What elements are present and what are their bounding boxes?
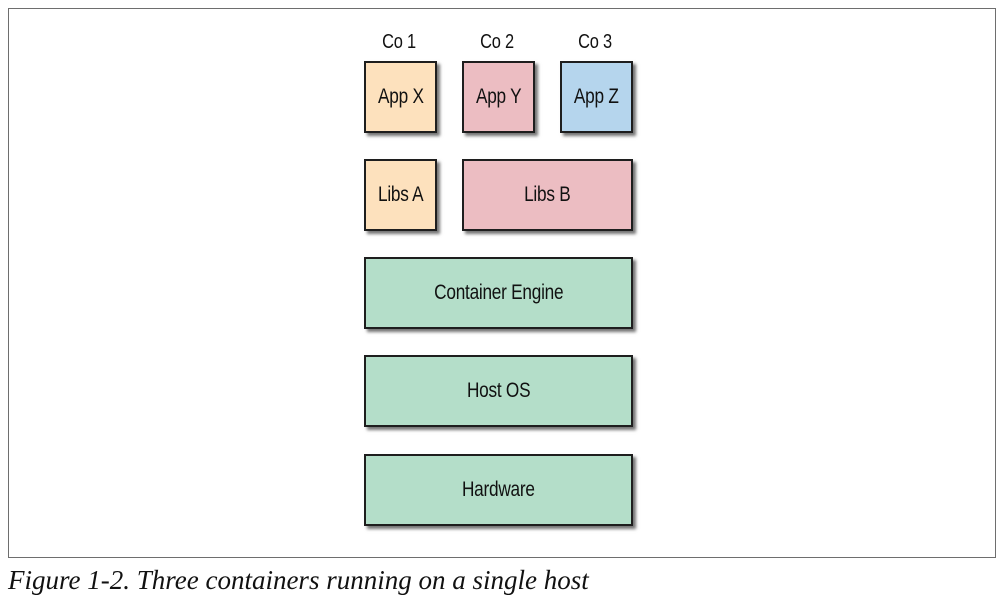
app-z-box: App Z bbox=[560, 61, 633, 133]
hardware-label: Hardware bbox=[462, 478, 535, 501]
app-z-label: App Z bbox=[574, 85, 619, 108]
figure-frame: Co 1 Co 2 Co 3 App X App Y App Z Libs A … bbox=[8, 8, 996, 558]
host-os-label: Host OS bbox=[466, 379, 531, 402]
container-engine-box: Container Engine bbox=[364, 257, 633, 329]
app-y-box: App Y bbox=[462, 61, 535, 133]
hardware-box: Hardware bbox=[364, 454, 633, 526]
host-os-box: Host OS bbox=[364, 355, 633, 427]
column-label-co2: Co 2 bbox=[480, 31, 514, 53]
libs-a-box: Libs A bbox=[364, 159, 437, 231]
figure-caption: Figure 1-2. Three containers running on … bbox=[8, 565, 589, 595]
app-y-label: App Y bbox=[475, 85, 522, 108]
column-label-co3: Co 3 bbox=[578, 31, 612, 53]
container-engine-label: Container Engine bbox=[433, 281, 564, 304]
column-label-co1: Co 1 bbox=[382, 31, 416, 53]
app-x-box: App X bbox=[364, 61, 437, 133]
libs-b-box: Libs B bbox=[462, 159, 633, 231]
app-x-label: App X bbox=[377, 85, 424, 108]
libs-b-label: Libs B bbox=[524, 183, 571, 206]
libs-a-label: Libs A bbox=[377, 183, 424, 206]
